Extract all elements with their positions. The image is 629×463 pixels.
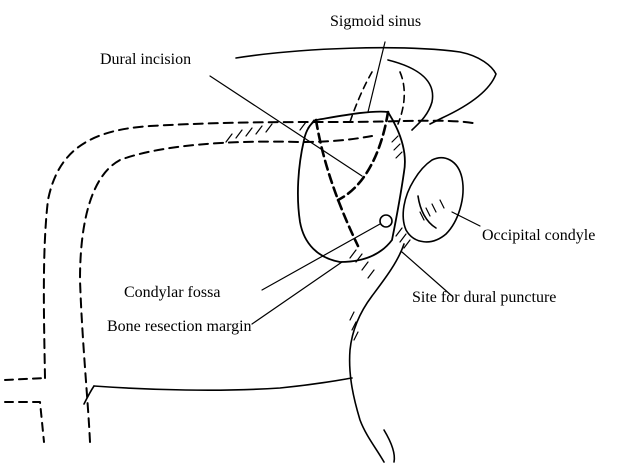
bone-hatching bbox=[226, 120, 444, 340]
occipital-condyle-inner bbox=[418, 196, 436, 228]
dural-incision-line-2 bbox=[338, 112, 388, 200]
lower-contour-2 bbox=[94, 378, 352, 390]
left-dashed-line-1 bbox=[5, 378, 45, 380]
leader-condylar-fossa bbox=[262, 224, 380, 290]
condylar-fossa-ring bbox=[380, 215, 392, 227]
label-occipital-condyle: Occipital condyle bbox=[482, 228, 595, 244]
occipital-condyle-shape bbox=[403, 158, 463, 242]
label-sigmoid-sinus: Sigmoid sinus bbox=[330, 14, 421, 30]
leader-bone-resection bbox=[252, 262, 342, 324]
label-site-dural-puncture: Site for dural puncture bbox=[412, 290, 556, 306]
lower-contour-3 bbox=[84, 386, 94, 404]
leader-dural-incision bbox=[210, 76, 362, 176]
skull-inner-contour bbox=[388, 60, 433, 130]
leader-sigmoid-sinus bbox=[368, 42, 385, 112]
transverse-sinus-outer bbox=[44, 121, 478, 378]
sigmoid-sinus-path-2 bbox=[398, 72, 404, 124]
left-dashed-line-2 bbox=[5, 402, 44, 442]
lower-contour-4 bbox=[384, 430, 394, 462]
leader-lines bbox=[210, 42, 480, 324]
lower-neck-outline bbox=[350, 244, 404, 462]
label-bone-resection-margin: Bone resection margin bbox=[107, 319, 252, 335]
label-dural-incision: Dural incision bbox=[100, 52, 191, 68]
label-condylar-fossa: Condylar fossa bbox=[124, 285, 220, 301]
